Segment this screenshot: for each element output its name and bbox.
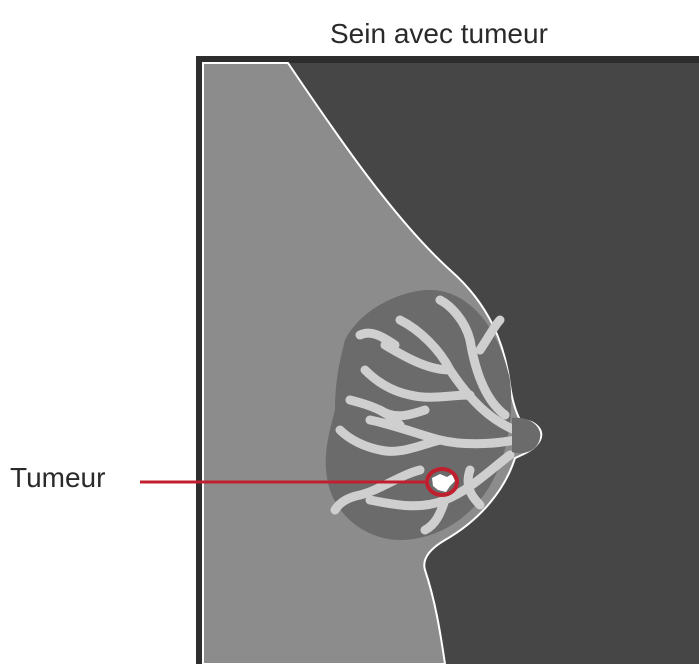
mammogram-illustration — [0, 0, 699, 664]
